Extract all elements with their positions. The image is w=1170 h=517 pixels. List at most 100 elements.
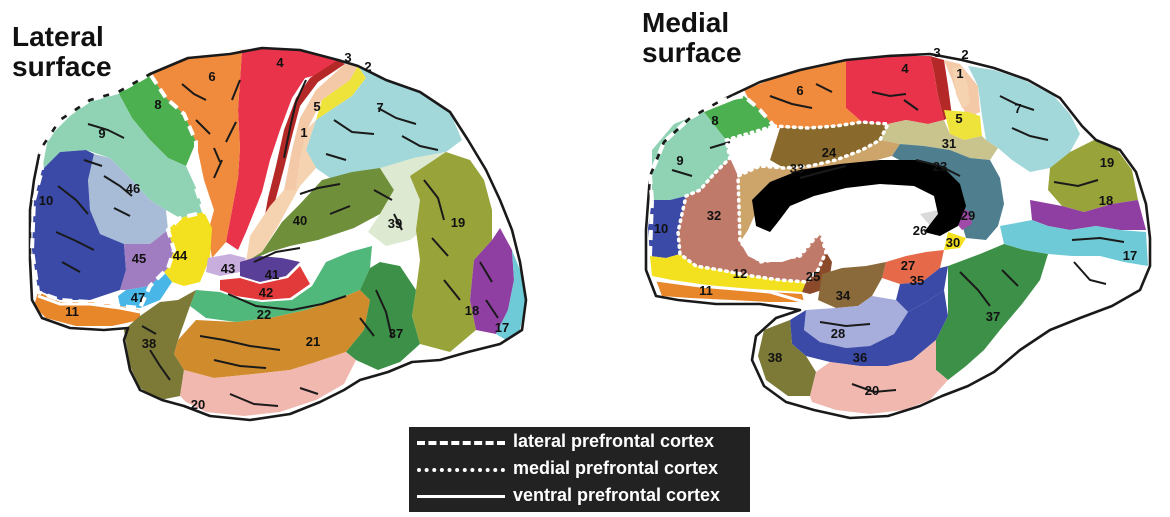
region-area-10 [648, 196, 686, 258]
area-label-10: 10 [39, 193, 53, 208]
sulcus-line [227, 293, 347, 312]
area-label-39: 39 [388, 216, 402, 231]
area-label-18: 18 [465, 303, 479, 318]
legend-dashed-line [417, 441, 505, 445]
region-area-44 [164, 212, 212, 286]
area-label-35: 35 [910, 273, 924, 288]
sulcus-line [103, 175, 133, 217]
area-label-1: 1 [956, 66, 963, 81]
sulcus-line [359, 289, 393, 339]
area-label-30: 30 [946, 235, 960, 250]
region-area-27 [882, 250, 944, 284]
sulcus-line [253, 247, 301, 263]
area-label-31: 31 [942, 136, 956, 151]
lateral-surface-outline [28, 46, 528, 422]
sulcus-line [769, 83, 833, 109]
sulcus-line [373, 189, 403, 231]
region-area-38 [124, 290, 196, 400]
region-area-21 [174, 290, 370, 378]
sulcus-line [999, 95, 1049, 141]
area-label-9: 9 [676, 153, 683, 168]
legend-dotted-line [417, 468, 505, 472]
region-area-30 [944, 232, 966, 250]
area-label-23: 23 [933, 159, 947, 174]
area-label-43: 43 [221, 261, 235, 276]
sulcus-line [479, 261, 499, 319]
region-area-38 [758, 320, 816, 396]
area-label-20: 20 [865, 383, 879, 398]
region-area-20 [180, 352, 356, 416]
region-area-42 [220, 266, 310, 300]
area-label-21: 21 [306, 334, 320, 349]
sulcus-line [915, 159, 961, 177]
ventral-prefrontal-boundary [37, 294, 141, 314]
area-label-38: 38 [768, 350, 782, 365]
area-label-17: 17 [495, 320, 509, 335]
medial-prefrontal-boundary [676, 120, 891, 284]
area-label-18: 18 [1099, 193, 1113, 208]
legend: lateral prefrontal cortex medial prefron… [409, 427, 750, 512]
area-label-6: 6 [208, 69, 215, 84]
sulcus-line [283, 79, 307, 159]
region-area-19 [1048, 140, 1138, 212]
sulcus-line [57, 123, 125, 215]
area-label-19: 19 [451, 215, 465, 230]
sulcus-line [213, 79, 241, 179]
area-label-37: 37 [389, 326, 403, 341]
region-area-35 [896, 266, 948, 312]
area-label-5: 5 [955, 111, 962, 126]
region-area-10 [32, 150, 126, 300]
area-label-2: 2 [961, 47, 968, 62]
area-label-29: 29 [961, 208, 975, 223]
area-label-4: 4 [901, 61, 909, 76]
region-area-11 [34, 292, 140, 326]
region-area-1 [246, 120, 316, 262]
region-area-6 [744, 60, 862, 128]
region-area-40 [246, 168, 394, 262]
area-label-19: 19 [1100, 155, 1114, 170]
legend-solid-line [417, 495, 505, 498]
area-label-46: 46 [126, 181, 140, 196]
area-label-44: 44 [173, 248, 188, 263]
region-area-46 [88, 154, 168, 244]
area-label-2: 2 [364, 59, 371, 74]
sulcus-line [1053, 179, 1125, 243]
area-label-45: 45 [132, 251, 146, 266]
legend-item-ventral-prefrontal: ventral prefrontal cortex [409, 483, 750, 509]
area-label-28: 28 [831, 326, 845, 341]
lateral-prefrontal-boundary [29, 71, 207, 311]
area-label-41: 41 [265, 267, 279, 282]
area-label-32: 32 [707, 208, 721, 223]
region-area-7 [968, 66, 1080, 172]
area-label-11: 11 [65, 304, 79, 319]
area-label-7: 7 [376, 100, 383, 115]
corpus-callosum [752, 160, 966, 236]
region-area-5 [316, 66, 366, 120]
area-label-3: 3 [933, 45, 940, 60]
area-label-40: 40 [293, 213, 307, 228]
region-area-3 [930, 56, 952, 120]
area-label-22: 22 [257, 307, 271, 322]
area-label-8: 8 [711, 113, 718, 128]
region-area-17 [496, 250, 526, 340]
medial-surface-title: Medial surface [642, 7, 742, 68]
area-label-47: 47 [131, 290, 145, 305]
lateral-surface-sulci [55, 79, 499, 407]
area-label-7: 7 [1014, 101, 1021, 116]
area-label-36: 36 [853, 350, 867, 365]
lateral-surface-title: Lateral surface [12, 21, 112, 82]
area-label-24: 24 [822, 145, 837, 160]
area-label-37: 37 [986, 309, 1000, 324]
area-label-11: 11 [699, 283, 713, 298]
region-area-4 [846, 56, 944, 124]
medial-ventral-prefrontal-boundary [655, 278, 805, 304]
legend-label: lateral prefrontal cortex [513, 431, 715, 451]
region-area-1 [952, 66, 970, 108]
region-area-20 [810, 340, 948, 414]
region-area-24 [770, 122, 888, 168]
region-area-4 [226, 48, 338, 250]
region-area-18 [1030, 200, 1146, 230]
